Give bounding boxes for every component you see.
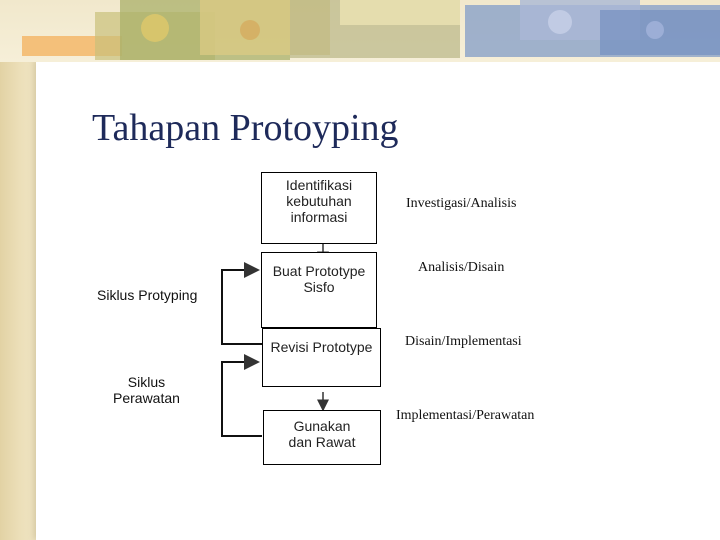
prototyping-loop-connector [221,262,262,345]
box-gunakan-dan-rawat: Gunakan dan Rawat [263,410,381,465]
banner-artwork [22,0,720,60]
stage-label-3: Disain/Implementasi [405,334,522,349]
decorative-banner [0,0,720,62]
box-revisi-prototype: Revisi Prototype [262,328,381,387]
stage-label-2: Analisis/Disain [418,260,505,275]
siklus-perawatan-label: Siklus Perawatan [113,374,180,406]
siklus-protyping-label: Siklus Protyping [97,287,198,303]
box-identifikasi-kebutuhan: Identifikasi kebutuhan informasi [261,172,377,244]
box-buat-prototype: Buat Prototype Sisfo [261,252,377,328]
parchment-strip [0,0,40,540]
maintenance-loop-connector [221,354,262,437]
stage-label-4: Implementasi/Perawatan [396,408,535,423]
slide-title: Tahapan Protoyping [92,107,399,149]
stage-label-1: Investigasi/Analisis [406,196,517,211]
